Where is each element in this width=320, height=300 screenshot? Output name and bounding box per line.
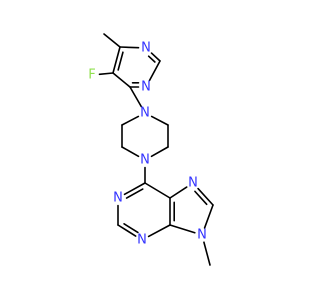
atom-label-f: F [88, 68, 95, 83]
atom-label-np4: N [140, 153, 150, 168]
bond-line [197, 187, 214, 206]
bond-inner-line [147, 55, 156, 63]
bond-inner-line [123, 223, 139, 234]
bond-line [169, 224, 196, 234]
bond-line [123, 182, 146, 196]
bond-layer [98, 33, 214, 266]
bond-c4p-np1 [129, 86, 143, 108]
bond-line [148, 60, 161, 82]
bond-line [103, 33, 121, 48]
bond-line [119, 46, 140, 49]
bond-c5p-f [98, 72, 114, 76]
atom-label-n3u: N [137, 233, 147, 248]
bond-line [150, 115, 169, 126]
bond-c8u-n9u [203, 204, 214, 229]
atom-label-n7u: N [188, 176, 198, 191]
atom-label-n1u: N [113, 191, 123, 206]
bond-line [121, 146, 140, 158]
bond-me1-c6p [103, 33, 121, 48]
bond-cpd-np1 [121, 115, 140, 126]
bond-line [129, 86, 143, 108]
bond-n9u-c4u [169, 224, 196, 234]
bond-line [203, 241, 211, 266]
bond-c5p-c6p [112, 46, 124, 74]
bond-n1p-c2p [147, 52, 161, 63]
atom-label-n1p: N [141, 41, 151, 56]
bond-c4p-c5p [112, 72, 131, 88]
bond-c6u-n1u [123, 182, 146, 199]
bond-line [150, 52, 161, 62]
bond-np4-cpc [121, 146, 140, 158]
bond-cpb-np4 [150, 146, 169, 158]
bond-c4u-c5u [169, 197, 175, 226]
bond-line [117, 224, 137, 237]
bond-c2u-n3u [117, 223, 139, 237]
bond-n7u-c8u [194, 187, 214, 206]
bond-inner-line [117, 51, 124, 71]
bond-c6p-n1p [119, 46, 140, 49]
atom-label-n3p: N [141, 80, 151, 95]
bond-line [121, 115, 140, 126]
bond-inner-line [194, 190, 208, 206]
atom-label-np1: N [140, 106, 150, 121]
bond-np1-cpa [150, 115, 169, 126]
bond-c5u-c6u [144, 182, 171, 199]
bond-n3u-c4u [147, 224, 171, 238]
bond-line [150, 146, 169, 158]
bond-inner-line [125, 188, 144, 199]
bond-line [169, 186, 188, 199]
bond-c2p-n3p [148, 60, 161, 82]
bond-line [98, 72, 114, 76]
bond-n3p-c4p [129, 82, 140, 88]
bond-line [112, 46, 121, 74]
bond-n9u-me2 [203, 241, 211, 266]
bond-line [147, 224, 171, 238]
atom-label-n9u: N [197, 228, 207, 243]
bond-line [112, 72, 131, 88]
bond-line [144, 182, 171, 199]
bond-line [203, 204, 214, 229]
bond-c5u-n7u [169, 186, 188, 199]
